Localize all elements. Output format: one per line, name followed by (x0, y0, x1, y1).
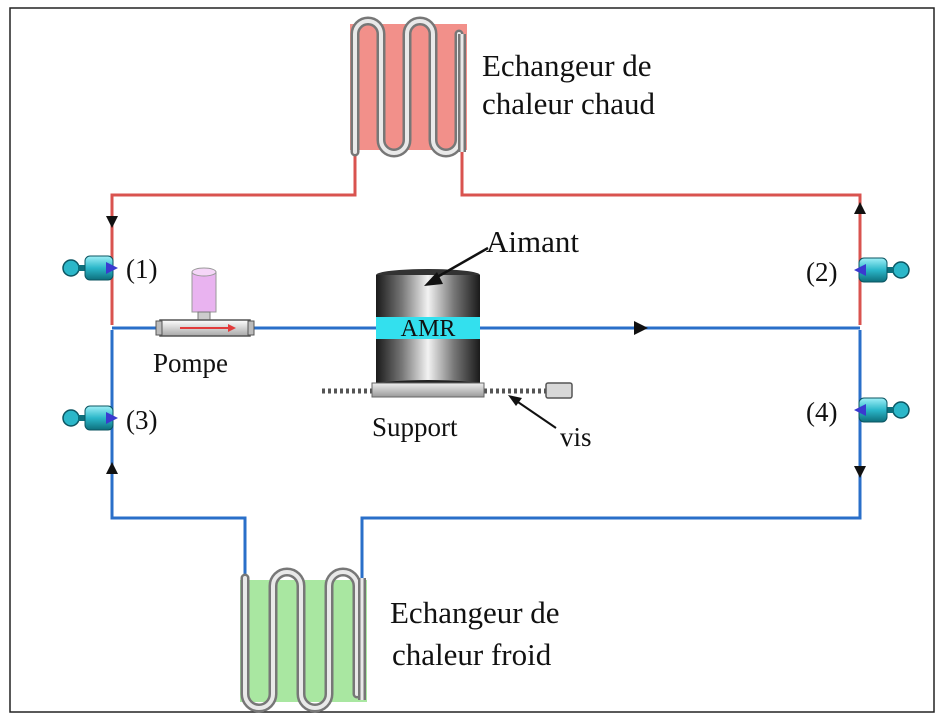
magnet-lower (376, 339, 480, 385)
hot-exchanger-label-line1: Echangeur de (482, 48, 652, 83)
arrow-right-center (634, 321, 648, 335)
support-label: Support (372, 412, 458, 442)
pump-motor (191, 271, 217, 313)
arrow-up-left (106, 462, 118, 474)
support-rail (322, 382, 573, 399)
pump-label: Pompe (153, 348, 228, 378)
valve-4-label: (4) (806, 397, 837, 427)
cold-heat-exchanger (240, 567, 367, 713)
amr-label: AMR (401, 316, 456, 342)
valve-1 (62, 255, 118, 281)
screw-pointer (508, 395, 557, 429)
arrow-down-right (854, 466, 866, 478)
valve-2-label: (2) (806, 257, 837, 287)
magnet-upper (376, 275, 480, 317)
figure-frame (9, 7, 935, 713)
hot-heat-exchanger (350, 16, 467, 158)
valve-4 (854, 397, 910, 423)
valve-2 (854, 257, 910, 283)
magnet-pointer (424, 246, 489, 286)
valve-3-label: (3) (126, 405, 157, 435)
hot-exchanger-label-line2: chaleur chaud (482, 86, 655, 121)
arrow-up-right (854, 202, 866, 214)
magnet-assembly (376, 269, 480, 390)
arrow-down-left (106, 216, 118, 228)
cold-exchanger-label-line2: chaleur froid (392, 637, 552, 672)
valve-3 (62, 405, 118, 431)
screw-knob (545, 382, 573, 399)
amr-regenerator (376, 317, 480, 339)
magnet-label: Aimant (486, 224, 579, 259)
screw-label: vis (560, 422, 592, 452)
flow-arrows (106, 202, 866, 478)
pump (155, 267, 255, 337)
cold-exchanger-label-line1: Echangeur de (390, 595, 560, 630)
valve-1-label: (1) (126, 254, 157, 284)
